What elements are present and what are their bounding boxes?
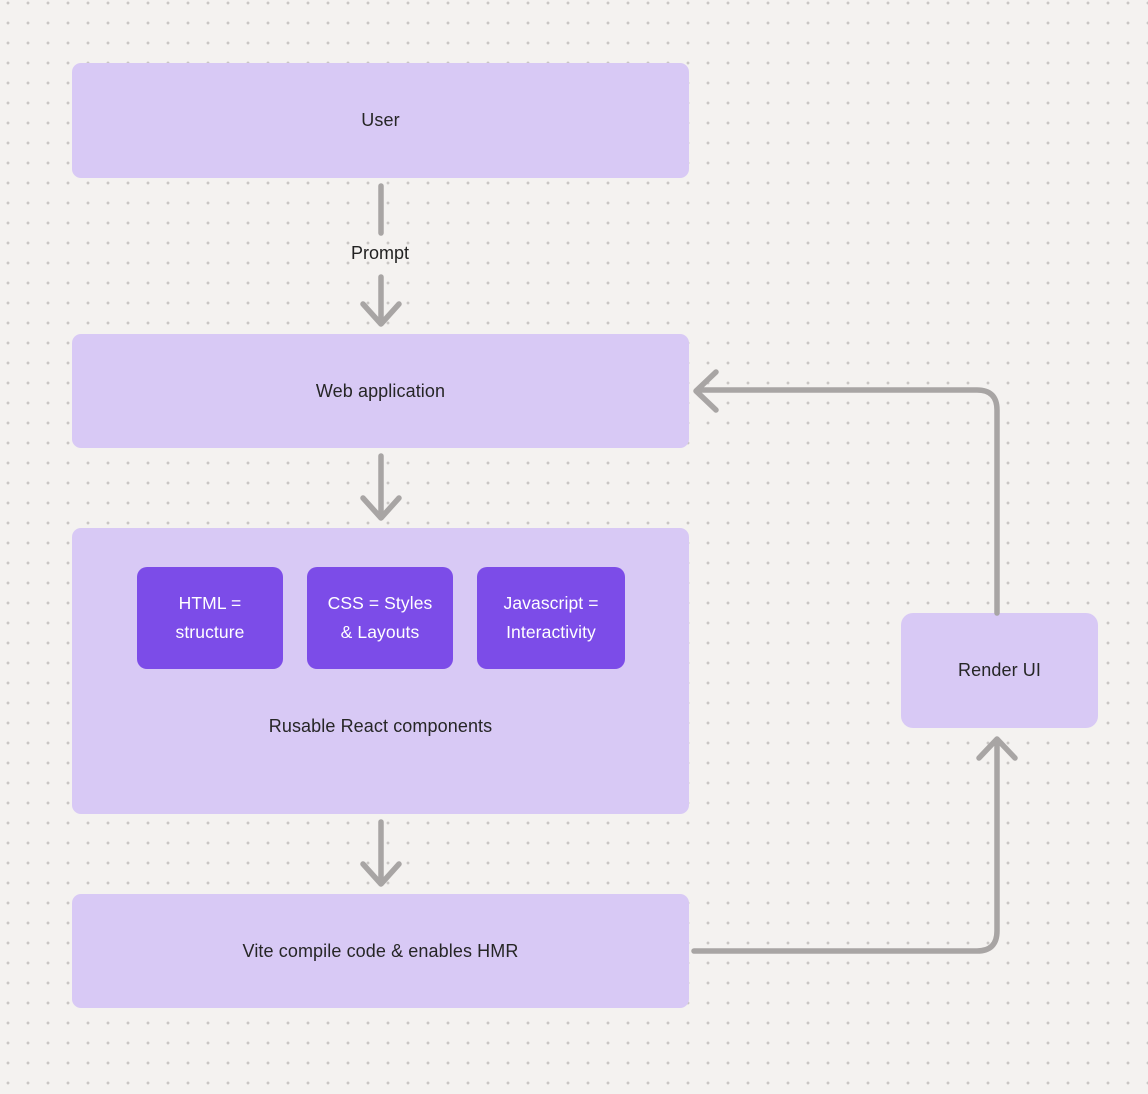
node-html-structure[interactable]: HTML = structure [137,567,283,669]
node-render-ui-label: Render UI [958,660,1041,680]
node-web-application[interactable]: Web application [72,334,689,448]
js-label-line2: Interactivity [506,622,596,642]
node-user-label: User [361,110,400,130]
js-label-line1: Javascript = [503,593,599,613]
node-css-styles[interactable]: CSS = Styles & Layouts [307,567,453,669]
html-label-line1: HTML = [178,593,242,613]
node-web-application-label: Web application [315,380,446,401]
node-vite[interactable]: Vite compile code & enables HMR [72,894,689,1008]
node-render-ui[interactable]: Render UI [901,613,1098,728]
arrow-vite-to-render-ui [691,736,1018,954]
node-components-group[interactable]: HTML = structure CSS = Styles & Layouts … [72,528,689,814]
node-user[interactable]: User [72,63,689,178]
arrow-prompt-to-webapp [360,274,402,327]
arrow-webapp-to-components [360,453,402,521]
arrow-render-ui-to-webapp [693,369,1000,616]
node-vite-label: Vite compile code & enables HMR [242,940,519,961]
css-label-line2: & Layouts [340,622,420,642]
html-label-line2: structure [175,622,245,642]
node-javascript-interactivity[interactable]: Javascript = Interactivity [477,567,625,669]
css-label-line1: CSS = Styles [327,593,433,613]
edge-label-prompt: Prompt [350,243,410,263]
arrow-components-to-vite [360,819,402,887]
components-group-caption: Rusable React components [268,716,493,736]
